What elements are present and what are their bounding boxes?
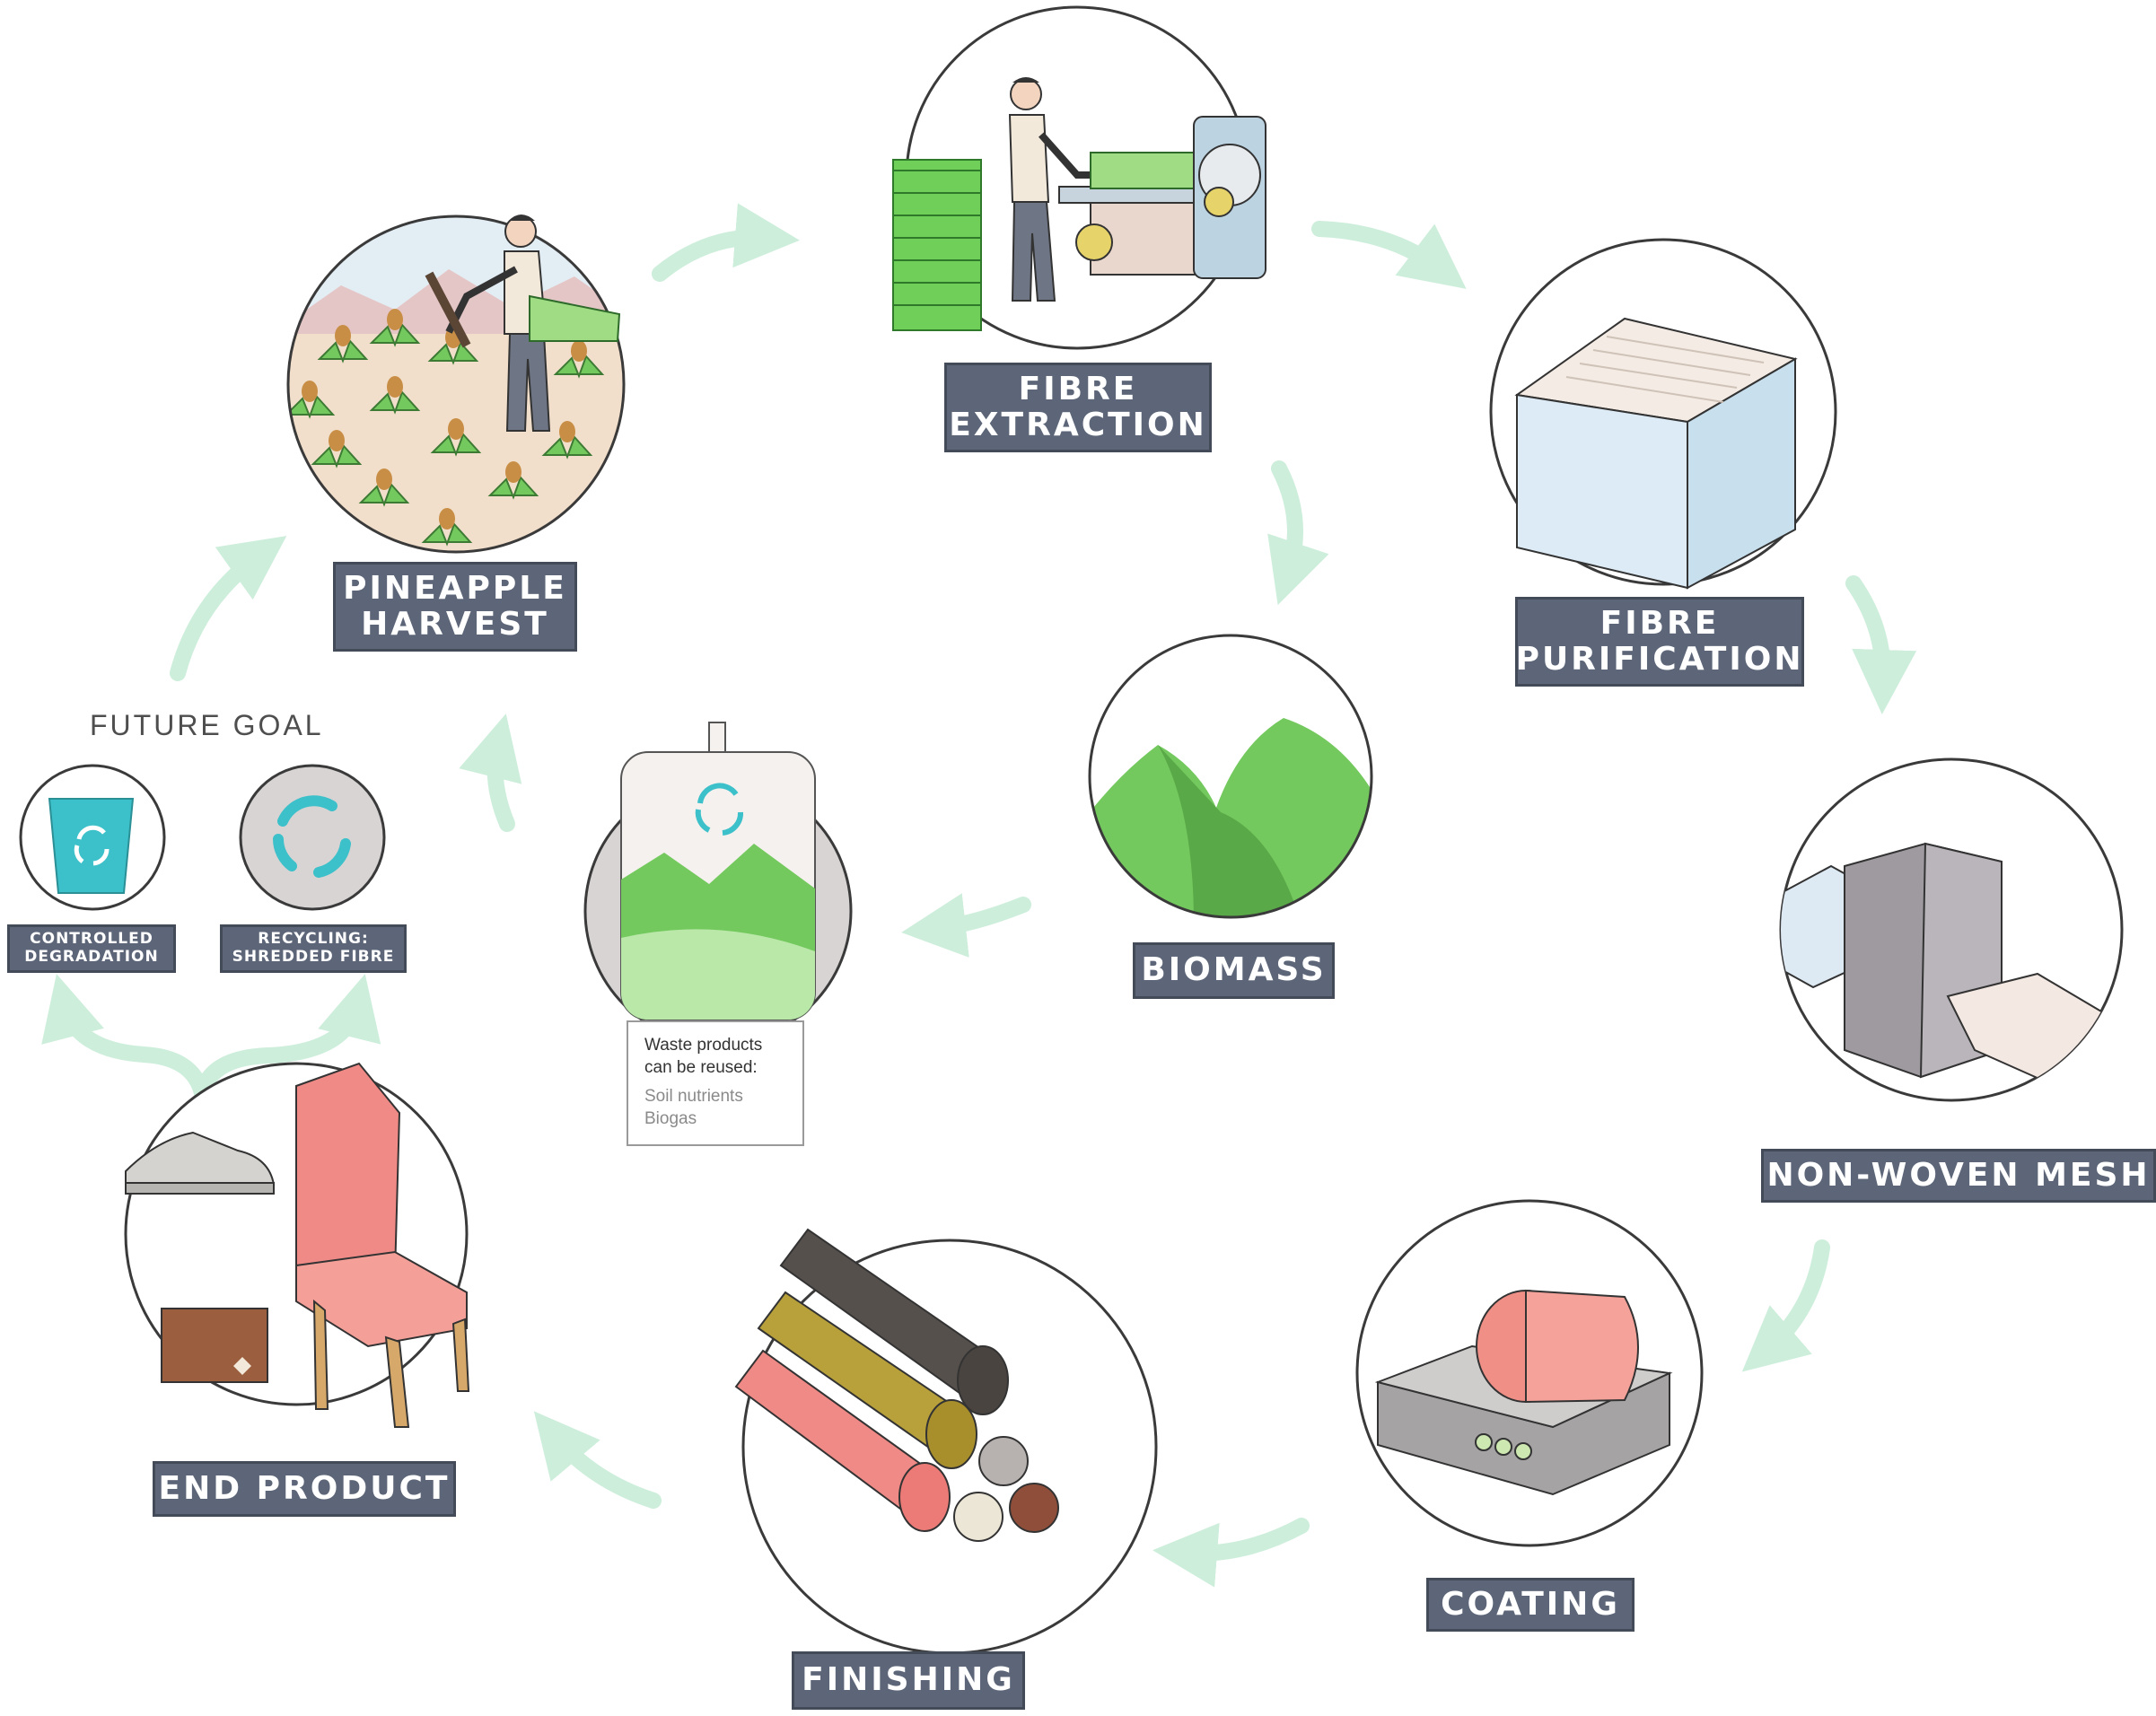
arrow-waste-to-harvest xyxy=(459,714,522,832)
label-controlled-degradation-line2: DEGRADATION xyxy=(24,948,159,966)
label-pineapple-harvest-line1: PINEAPPLE xyxy=(343,569,567,607)
label-end-product: END PRODUCT xyxy=(153,1461,456,1517)
flow-arrows xyxy=(41,203,1917,1588)
worker-figure xyxy=(1008,77,1100,302)
controlled-degradation-illustration xyxy=(19,764,166,911)
arrow-coating-to-finishing xyxy=(1152,1518,1310,1588)
label-biomass: BIOMASS xyxy=(1133,942,1335,999)
mesh-illustration xyxy=(1779,757,2124,1102)
fibre-block xyxy=(1514,317,1798,590)
bag-icon xyxy=(161,1308,268,1383)
biomass-illustration xyxy=(1088,634,1373,919)
end-product-illustration xyxy=(124,1062,470,1428)
farmer-figure xyxy=(425,214,621,432)
arrow-harvest-to-extraction xyxy=(652,203,800,282)
label-non-woven-mesh-text: NON-WOVEN MESH xyxy=(1766,1156,2151,1194)
extraction-machine xyxy=(1058,116,1266,279)
arrow-mesh-to-coating xyxy=(1741,1239,1830,1372)
label-finishing-text: FINISHING xyxy=(802,1661,1015,1699)
chair-icon xyxy=(295,1062,470,1428)
arrow-purification-to-mesh xyxy=(1845,575,1917,714)
coating-machine xyxy=(1374,1289,1673,1496)
arrow-future-to-harvest xyxy=(170,536,287,681)
label-recycling-line2: SHREDDED FIBRE xyxy=(232,948,395,966)
bin-recycle-icon xyxy=(74,825,110,866)
label-controlled-degradation: CONTROLLED DEGRADATION xyxy=(7,924,176,973)
purification-illustration xyxy=(1489,238,1837,590)
waste-item-biogas: Biogas xyxy=(644,1109,697,1129)
recycle-icon-large xyxy=(273,795,351,878)
arrow-end-to-recycling xyxy=(194,974,381,1101)
waste-tank-illustration xyxy=(583,722,853,1046)
waste-heading-line2: can be reused: xyxy=(644,1057,758,1077)
label-controlled-degradation-line1: CONTROLLED xyxy=(30,930,153,949)
label-end-product-text: END PRODUCT xyxy=(158,1469,451,1507)
arrow-end-to-degradation xyxy=(41,974,210,1101)
label-fibre-extraction-line2: EXTRACTION xyxy=(949,407,1207,443)
label-non-woven-mesh: NON-WOVEN MESH xyxy=(1761,1149,2156,1203)
extraction-illustration xyxy=(892,5,1266,350)
shoe-icon xyxy=(125,1131,276,1195)
leaf-stack xyxy=(892,159,982,331)
bin-icon xyxy=(48,798,135,894)
recycle-icon xyxy=(695,783,743,836)
label-finishing: FINISHING xyxy=(792,1651,1025,1710)
label-recycling-shredded-fibre: RECYCLING: SHREDDED FIBRE xyxy=(220,924,407,973)
arrow-extraction-to-purification xyxy=(1311,221,1467,289)
waste-heading-line1: Waste products xyxy=(644,1036,763,1055)
label-fibre-purification-line1: FIBRE xyxy=(1599,604,1720,642)
label-fibre-purification-line2: PURIFICATION xyxy=(1515,641,1804,678)
finishing-illustration xyxy=(734,1228,1158,1655)
arrow-biomass-to-waste xyxy=(901,893,1031,958)
fabric-rolls xyxy=(734,1228,1059,1542)
waste-products-box: Waste products can be reused: Soil nutri… xyxy=(627,1020,804,1146)
label-fibre-extraction: FIBRE EXTRACTION xyxy=(944,363,1212,452)
coating-illustration xyxy=(1355,1199,1704,1547)
label-coating: COATING xyxy=(1426,1578,1635,1632)
harvest-illustration xyxy=(286,214,626,554)
future-goal-title: FUTURE GOAL xyxy=(90,709,324,741)
arrow-extraction-to-biomass xyxy=(1267,460,1329,606)
label-pineapple-harvest: PINEAPPLE HARVEST xyxy=(333,562,577,652)
label-pineapple-harvest-line2: HARVEST xyxy=(361,606,549,643)
label-biomass-text: BIOMASS xyxy=(1141,951,1327,989)
waste-item-soil-nutrients: Soil nutrients xyxy=(644,1087,743,1107)
recycling-illustration xyxy=(239,764,386,911)
arrow-finishing-to-end-product xyxy=(533,1411,662,1509)
label-recycling-line1: RECYCLING: xyxy=(258,930,369,949)
label-fibre-extraction-line1: FIBRE xyxy=(1018,370,1138,407)
label-coating-text: COATING xyxy=(1441,1585,1620,1623)
label-fibre-purification: FIBRE PURIFICATION xyxy=(1515,597,1804,687)
